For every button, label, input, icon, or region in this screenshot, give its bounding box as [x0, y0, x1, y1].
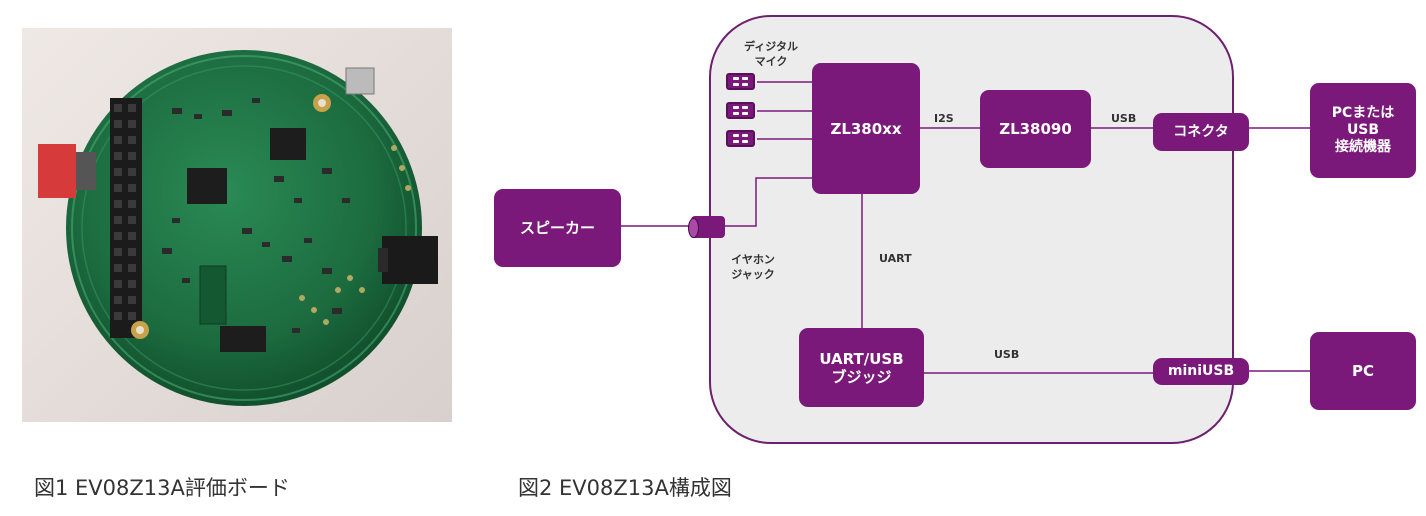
- earphone-jack-label: イヤホン ジャック: [718, 253, 788, 283]
- usb-bottom-label: USB: [994, 348, 1020, 361]
- usb-top-label: USB: [1111, 112, 1137, 125]
- uart-usb-bridge-line2: ブジッジ: [831, 367, 892, 386]
- audio-jack: [382, 236, 438, 284]
- digital-mic-icon: [726, 102, 755, 119]
- pc-block: PC: [1310, 332, 1416, 410]
- usb-port: [345, 67, 375, 95]
- digital-mic-label: ディジタル マイク: [736, 40, 806, 70]
- i2s-label: I2S: [934, 112, 954, 125]
- connector-label: コネクタ: [1173, 123, 1229, 140]
- uart-usb-bridge-block: UART/USB ブジッジ: [799, 328, 924, 407]
- pc-or-usb-device-block: PCまたは USB 接続機器: [1310, 83, 1416, 178]
- connector-block: コネクタ: [1153, 113, 1249, 151]
- earphone-jack-label-line1: イヤホン: [731, 253, 775, 266]
- miniusb-block: miniUSB: [1153, 358, 1249, 385]
- zl380xx-block: ZL380xx: [812, 63, 920, 194]
- digital-mic-label-line2: マイク: [754, 54, 788, 68]
- speaker-block: スピーカー: [494, 189, 621, 267]
- pc-or-usb-line3: 接続機器: [1335, 138, 1391, 155]
- uart-label: UART: [879, 252, 912, 265]
- uart-usb-bridge-line1: UART/USB: [819, 349, 904, 368]
- earphone-jack-label-line2: ジャック: [731, 267, 775, 281]
- pc-label: PC: [1351, 362, 1374, 380]
- speaker-label: スピーカー: [519, 219, 595, 237]
- red-connector: [38, 144, 76, 198]
- digital-mic-icon: [726, 130, 755, 147]
- miniusb-label: miniUSB: [1167, 363, 1235, 380]
- chip: [187, 168, 227, 204]
- figure-1-caption: 図1 EV08Z13A評価ボード: [34, 476, 290, 500]
- pc-or-usb-line2: USB: [1346, 122, 1380, 139]
- zl38090-block: ZL38090: [980, 90, 1091, 168]
- board-illustration: [38, 50, 438, 406]
- evaluation-board-photo: [22, 28, 452, 422]
- earphone-jack-icon: [688, 216, 725, 238]
- figure-2-caption: 図2 EV08Z13A構成図: [518, 476, 732, 500]
- chip: [220, 326, 266, 352]
- chip: [270, 128, 306, 160]
- wire-jack-zl380xx: [725, 177, 812, 227]
- digital-mic-label-line1: ディジタル: [743, 40, 798, 53]
- pc-or-usb-line1: PCまたは: [1331, 105, 1395, 122]
- digital-mic-icon: [726, 73, 755, 90]
- zl380xx-label: ZL380xx: [830, 119, 902, 138]
- zl38090-label: ZL38090: [999, 120, 1072, 138]
